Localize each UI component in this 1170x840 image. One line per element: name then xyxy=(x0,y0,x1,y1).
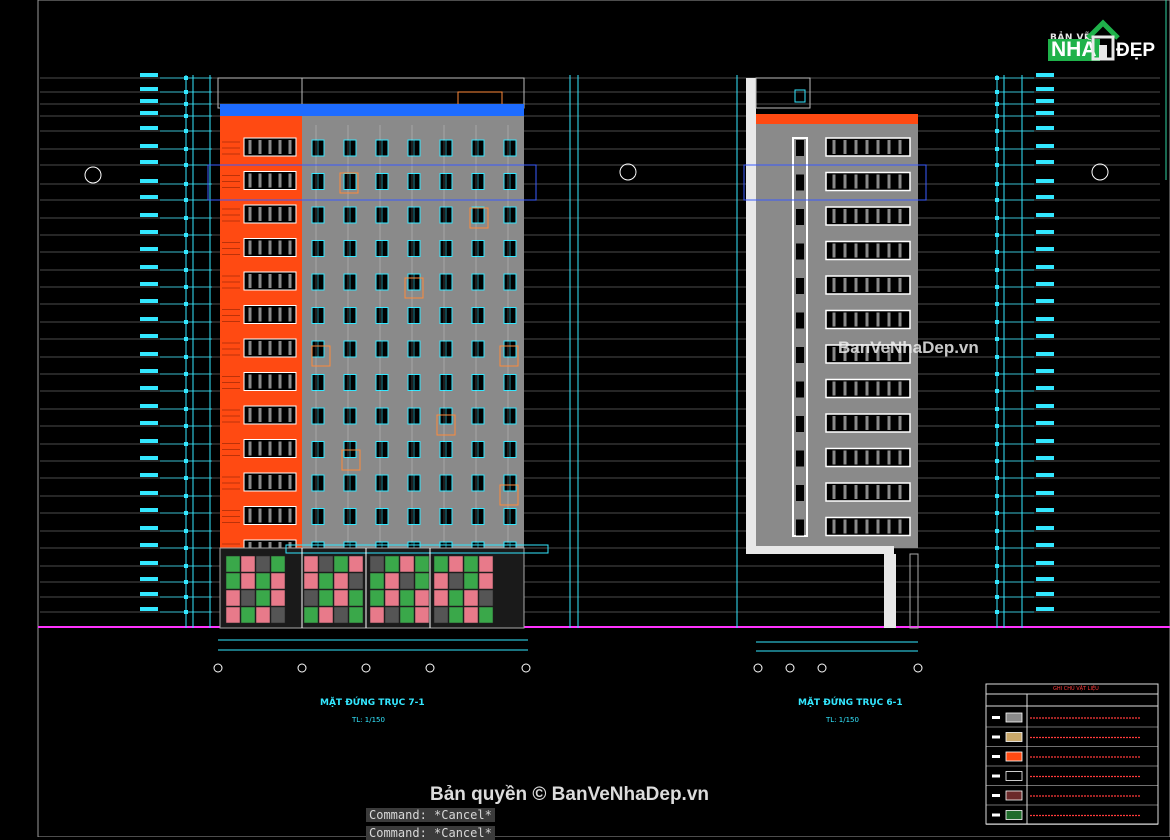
side-facade xyxy=(756,124,918,548)
roof-band xyxy=(220,104,524,116)
sheet-frame xyxy=(37,0,1170,837)
command-line-2[interactable]: Command: *Cancel* xyxy=(366,826,495,840)
level-tags-left xyxy=(140,73,212,614)
side-wall xyxy=(746,78,756,546)
logo-top-text: BẢN VẼ xyxy=(1050,33,1091,43)
command-line-1: Command: *Cancel* xyxy=(366,808,495,822)
material-legend-table xyxy=(985,683,1159,825)
drawing-scale-right: TL: 1/150 xyxy=(826,716,859,724)
copyright-text: Bản quyền © BanVeNhaDep.vn xyxy=(430,784,710,805)
house-logo-icon xyxy=(1086,19,1120,61)
level-lines xyxy=(40,77,1160,613)
logo-left-text: NHÀ xyxy=(1048,39,1100,61)
watermark: BanVeNhaDep.vn xyxy=(838,338,979,357)
elevation-7-1 xyxy=(84,73,637,673)
logo-right-text: ĐẸP xyxy=(1116,40,1156,61)
roof-brick-band xyxy=(756,114,918,124)
drawing-scale-left: TL: 1/150 xyxy=(352,716,385,724)
legend-title: GHI CHÚ VẬT LIỆU xyxy=(1053,686,1099,692)
level-tags-right xyxy=(995,73,1054,614)
drawing-title-right: MẶT ĐỨNG TRỤC 6-1 xyxy=(798,698,903,708)
elevation-6-1 xyxy=(736,73,1109,673)
drawing-title-left: MẶT ĐỨNG TRỤC 7-1 xyxy=(320,698,425,708)
